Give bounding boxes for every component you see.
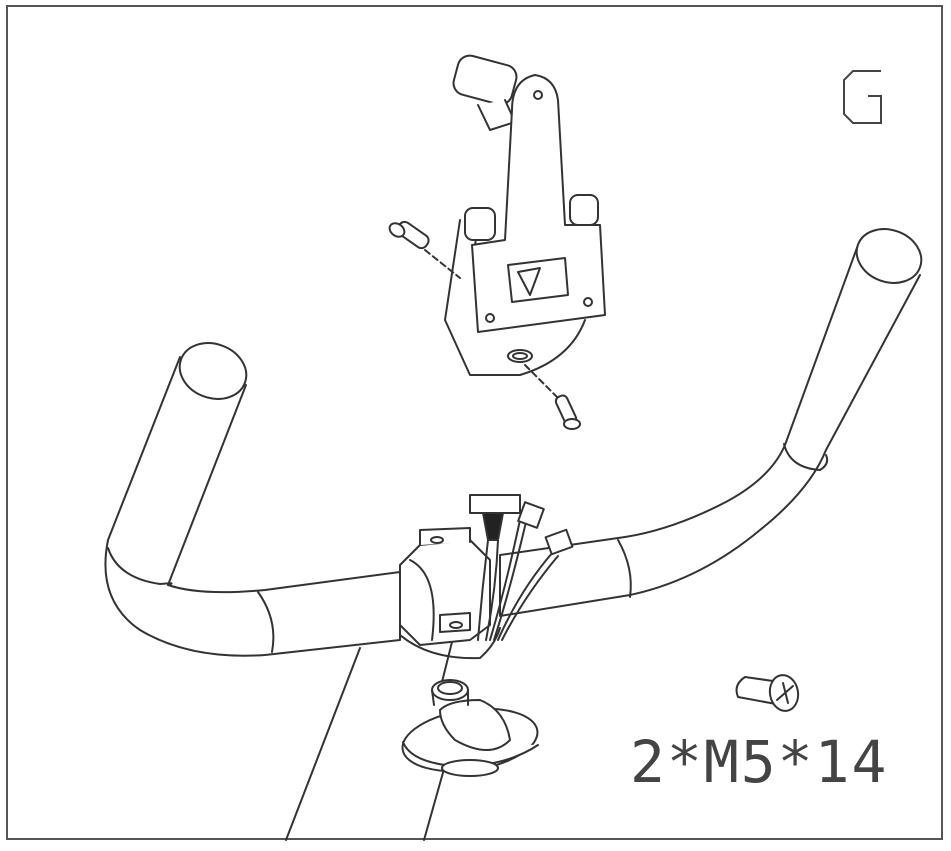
screw-left [388,220,461,279]
console-mount-bracket [444,54,606,376]
handlebar [104,228,923,657]
handlebar-clamp [399,527,501,660]
hardware-spec-label: 2*M5*14 [630,728,889,796]
handlebar-knob [401,679,539,777]
console-wire-connectors [469,494,574,641]
step-letter-label: G [838,66,888,126]
phillips-screw-icon [735,674,800,712]
screw-right [524,364,581,430]
